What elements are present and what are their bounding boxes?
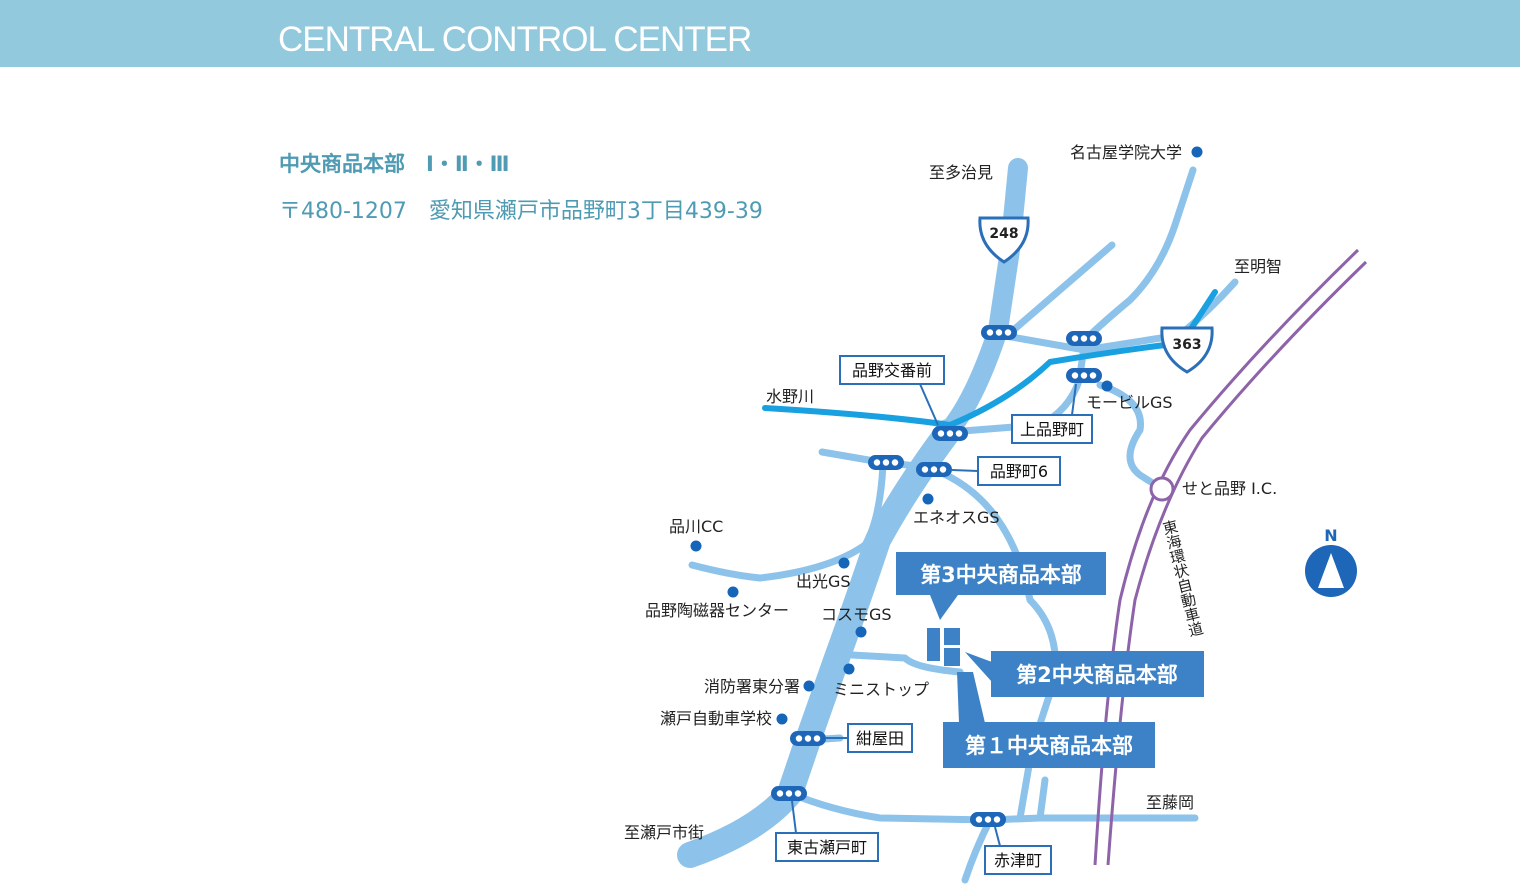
river-label: 水野川 (766, 387, 814, 406)
interchange-label: せと品野 I.C. (1182, 479, 1277, 498)
compass-label: N (1324, 526, 1337, 545)
intersection-shinano6: 品野町6 (990, 462, 1048, 481)
destination-labels: 至多治見 至明智 至瀬戸市街 至藤岡 水野川 (624, 163, 1282, 842)
poi-cosmo: コスモGS (821, 605, 892, 624)
hq2-label: 第2中央商品本部 (1016, 663, 1178, 687)
poi-dot (922, 493, 934, 505)
destination-seto-city: 至瀬戸市街 (624, 823, 704, 842)
page-title: CENTRAL CONTROL CENTER (278, 20, 752, 59)
facility-name: 中央商品本部 Ⅰ・Ⅱ・Ⅲ (279, 152, 510, 176)
road-to-hq (848, 651, 964, 676)
poi-driving-school: 瀬戸自動車学校 (660, 709, 772, 728)
building-block (944, 648, 960, 666)
route-248-shield: 248 (978, 216, 1030, 264)
shield-number: 363 (1172, 337, 1201, 353)
traffic-light-icon (932, 426, 968, 441)
building-block (927, 628, 940, 661)
callout-box (839, 355, 945, 385)
postal-address: 〒480-1207 愛知県瀬戸市品野町3丁目439-39 (279, 199, 763, 224)
callout-leader (951, 469, 979, 472)
destination-fujioka: 至藤岡 (1146, 793, 1194, 812)
traffic-light-icon (790, 731, 826, 746)
poi-dot (1191, 146, 1203, 158)
road-shinagawa (688, 461, 887, 582)
poi-idemitsu: 出光GS (796, 572, 851, 591)
shield-shape (1160, 326, 1214, 374)
hq3-pointer (930, 595, 958, 620)
intersection-higashi-koseto: 東古瀬戸町 (787, 838, 867, 857)
hq2-pointer (965, 652, 992, 682)
poi-university: 名古屋学院大学 (1070, 143, 1182, 162)
points-of-interest: 名古屋学院大学 モービルGS エネオスGS 品川CC 出光GS 品野陶磁器センタ… (645, 143, 1203, 728)
callout-leader (994, 826, 1001, 847)
road-to-tajimi-branch (1006, 241, 1116, 337)
route-363-shield: 363 (1160, 326, 1214, 374)
building-block (944, 628, 960, 645)
destination-tajimi: 至多治見 (929, 163, 993, 182)
shield-number: 248 (989, 226, 1018, 242)
poi-fire-station: 消防署東分署 (704, 677, 800, 696)
road-hq-south (1036, 776, 1049, 822)
callout-leader (1071, 383, 1077, 416)
traffic-light-icon (981, 325, 1017, 340)
poi-shinagawa-cc: 品川CC (669, 517, 723, 536)
hq1-pointer (957, 672, 985, 723)
callout-box (977, 456, 1061, 486)
hq3-label: 第3中央商品本部 (920, 563, 1082, 587)
traffic-light-icon (1066, 368, 1102, 383)
intersection-kami-shinano: 上品野町 (1020, 420, 1084, 439)
poi-dot (843, 663, 855, 675)
intersection-shinano-koban: 品野交番前 (852, 361, 932, 380)
poi-dot (690, 540, 702, 552)
callout-leader (791, 800, 797, 834)
callout-leader (919, 383, 939, 426)
poi-ministop: ミニストップ (833, 680, 929, 699)
hq1-box (943, 722, 1155, 768)
river-path (762, 335, 1188, 429)
hq3-box (896, 552, 1106, 595)
traffic-light-icon (771, 786, 807, 801)
traffic-signals (771, 325, 1102, 827)
hq-buildings: 第3中央商品本部 第2中央商品本部 第１中央商品本部 (896, 552, 1204, 768)
traffic-light-icon (1066, 331, 1102, 346)
expressway-label: 東海環状自動車道 (1159, 518, 1206, 639)
callout-box (984, 845, 1052, 875)
poi-mobil: モービルGS (1086, 393, 1173, 412)
callout-box (775, 832, 879, 862)
destination-meichi: 至明智 (1234, 257, 1282, 276)
poi-dot (855, 626, 867, 638)
poi-eneos: エネオスGS (913, 508, 1000, 527)
traffic-light-icon (916, 462, 952, 477)
traffic-light-icon (970, 812, 1006, 827)
callout-box (847, 723, 913, 753)
hq1-label: 第１中央商品本部 (965, 734, 1133, 758)
intersection-akazu: 赤津町 (994, 851, 1042, 870)
shield-shape (978, 216, 1030, 264)
traffic-light-icon (868, 455, 904, 470)
poi-dot (838, 557, 850, 569)
hq2-box (991, 651, 1204, 697)
poi-dot (727, 586, 739, 598)
poi-ceramics-center: 品野陶磁器センター (645, 601, 789, 620)
interchange-marker (1149, 476, 1175, 502)
intersection-labels: 品野交番前 上品野町 品野町6 紺屋田 東古瀬戸町 赤津町 (775, 355, 1093, 875)
intersection-konyada: 紺屋田 (856, 729, 904, 748)
road-east-from-6 (931, 466, 1060, 822)
compass-arrow (1318, 553, 1344, 588)
north-compass-icon: N (1305, 526, 1357, 597)
header-bar: CENTRAL CONTROL CENTER (0, 0, 1520, 67)
poi-dot (776, 713, 788, 725)
callout-box (1011, 414, 1093, 444)
poi-dot (1101, 380, 1113, 392)
poi-dot (803, 680, 815, 692)
